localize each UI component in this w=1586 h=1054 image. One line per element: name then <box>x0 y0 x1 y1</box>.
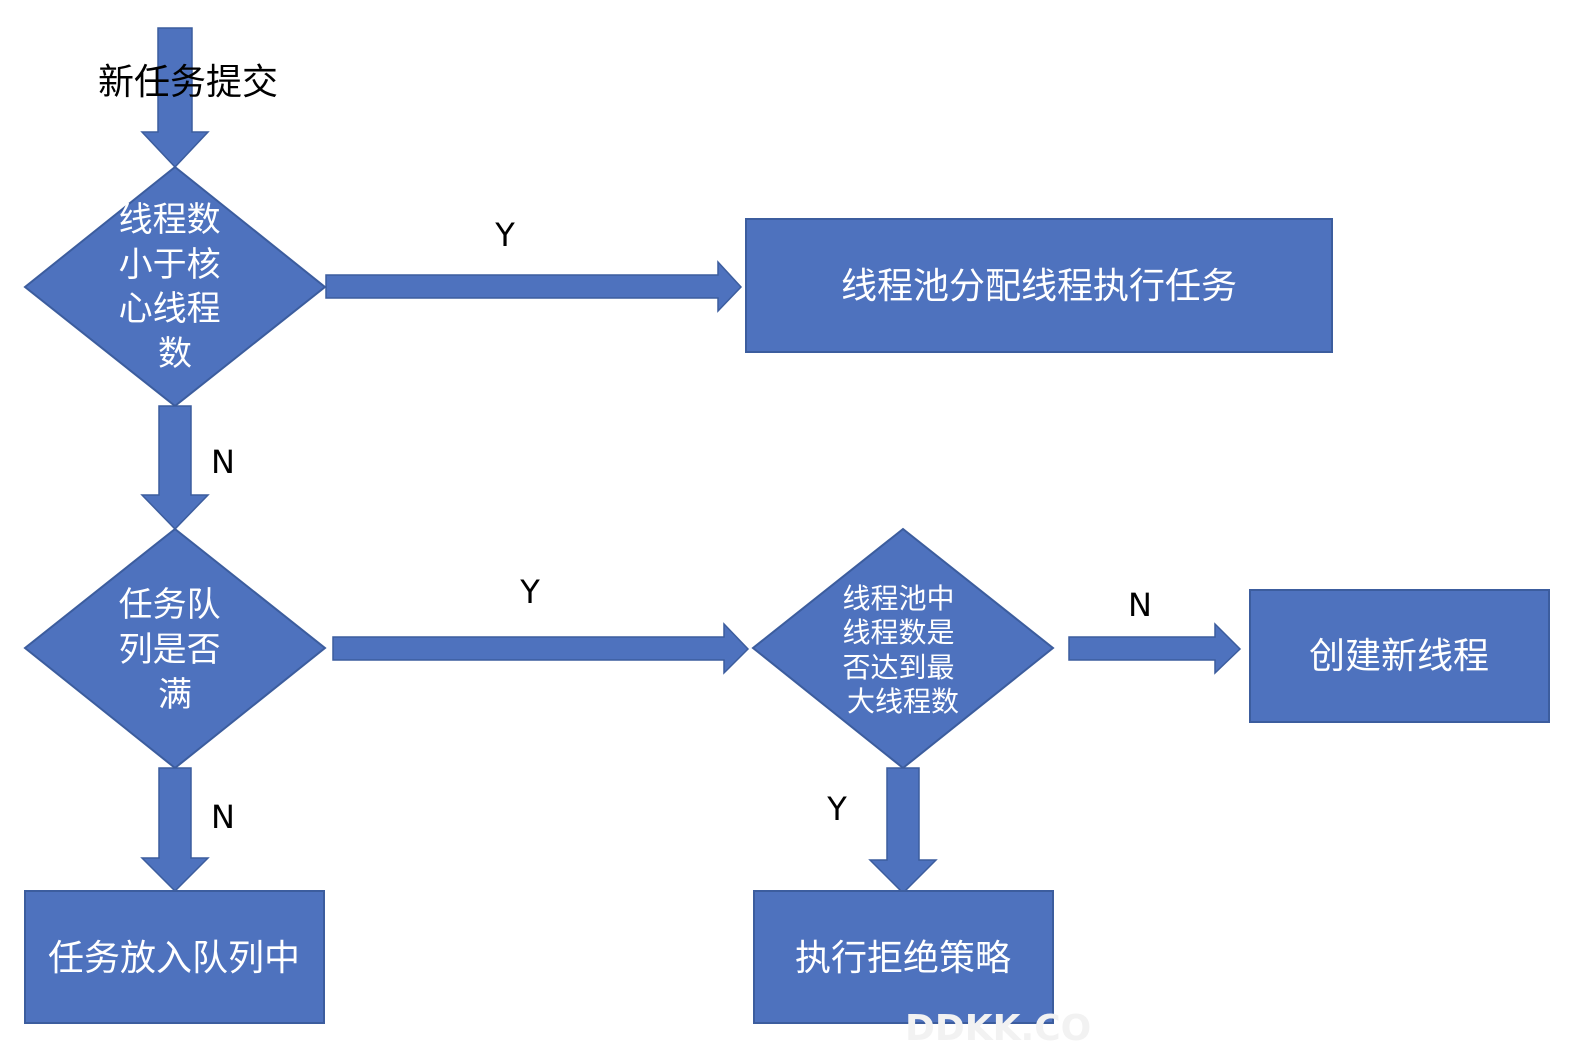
arrow-queue-yes <box>332 622 750 675</box>
decision-core-line-2: 小于核 <box>119 245 221 285</box>
decision-queue-line-1: 任务队 <box>119 585 221 625</box>
process-allocate-thread <box>745 218 1333 353</box>
arrow-max-no <box>1068 622 1242 675</box>
process-reject-text: 执行拒绝策略 <box>795 938 1011 979</box>
decision-queue-text: 任务队 列是否 满 <box>119 585 232 715</box>
arrow-core-yes <box>325 260 743 313</box>
arrow-core-no <box>140 405 210 531</box>
decision-queue-line-3: 满 <box>158 675 192 715</box>
label-queue-no: N <box>211 798 235 836</box>
label-max-yes: Y <box>826 790 847 828</box>
process-reject-task <box>753 890 1054 1024</box>
decision-max-line-1: 线程池中 <box>843 582 955 615</box>
process-create-thread <box>1249 589 1550 723</box>
decision-max-line-2: 线程数是 <box>843 616 955 649</box>
arrow-queue-no <box>140 767 210 893</box>
label-queue-yes: Y <box>519 573 540 611</box>
decision-core-line-4: 数 <box>158 334 192 374</box>
decision-max-text: 线程池中 线程数是 否达到最 大线程数 <box>843 582 964 718</box>
decision-core-line-3: 心线程 <box>119 289 221 329</box>
decision-core-text: 线程数 小于核 心线程 数 <box>119 200 232 374</box>
process-create-text: 创建新线程 <box>1309 636 1489 677</box>
entry-arrow <box>140 27 210 169</box>
process-allocate-text: 线程池分配线程执行任务 <box>841 266 1237 307</box>
process-enqueue-task <box>24 890 325 1024</box>
watermark-text: DDKK.CO <box>905 1008 1091 1049</box>
arrow-max-yes <box>868 767 938 895</box>
decision-core-line-1: 线程数 <box>119 200 221 240</box>
decision-max-line-4: 大线程数 <box>847 685 959 718</box>
start-label: 新任务提交 <box>98 62 278 103</box>
label-core-no: N <box>211 443 235 481</box>
label-max-no: N <box>1128 586 1152 624</box>
label-core-yes: Y <box>494 216 515 254</box>
decision-queue-line-2: 列是否 <box>119 630 221 670</box>
decision-max-line-3: 否达到最 <box>843 651 955 684</box>
process-enqueue-text: 任务放入队列中 <box>48 938 300 979</box>
